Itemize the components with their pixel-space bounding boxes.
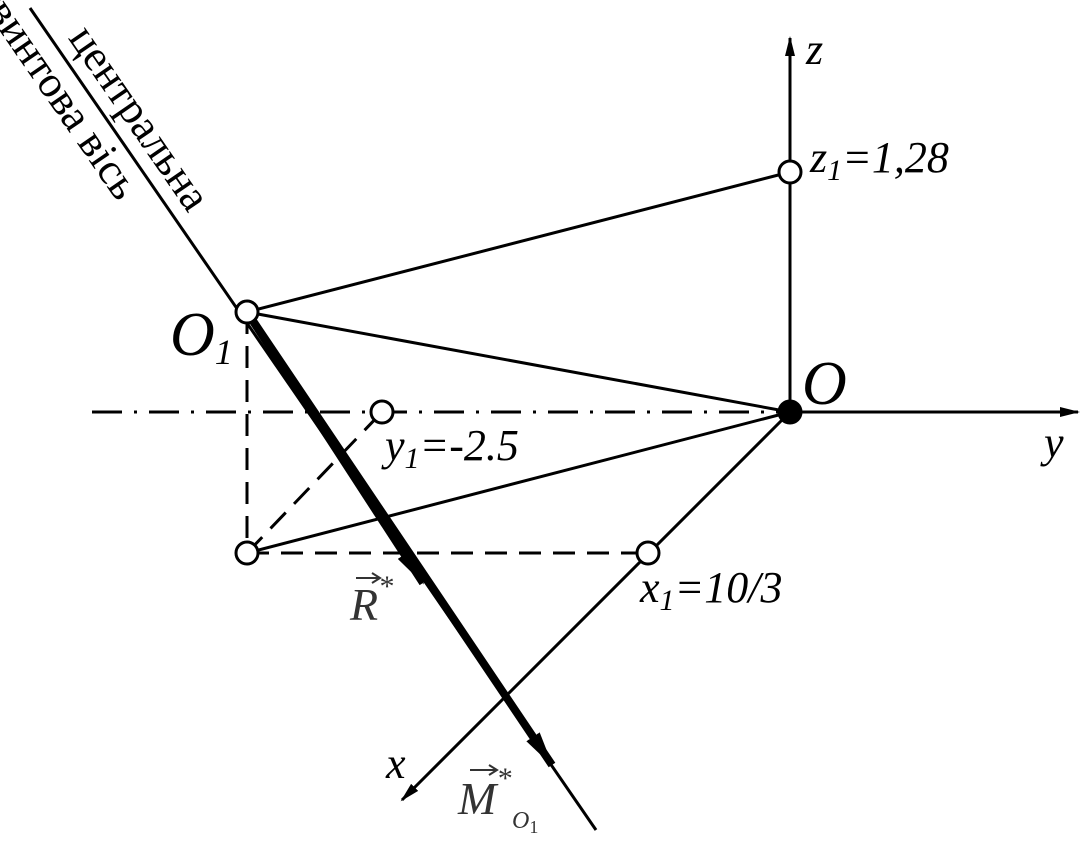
resultant-vector-label: R* (349, 570, 393, 630)
moment-vector-label: M* O1 (457, 762, 538, 837)
base-projection-point (234, 540, 260, 566)
svg-text:R*: R* (349, 570, 393, 630)
x-axis-label: x (385, 739, 406, 788)
z1-point (777, 159, 803, 185)
central-axis-caption: центральна гвинтова вісь (0, 0, 221, 220)
x1-value-label: x1=10/3 (639, 563, 782, 617)
z-axis-label: z (805, 25, 823, 74)
y-axis-label: y (1040, 418, 1064, 467)
point-o1-label: O1 (170, 301, 233, 372)
x1-point (635, 540, 661, 566)
origin-point (777, 399, 803, 425)
svg-text:M*: M* (457, 762, 511, 824)
line-base-to-origin (246, 410, 791, 555)
line-o1-to-z1 (246, 170, 791, 314)
origin-label: O (802, 350, 847, 418)
y1-value-label: y1=-2.5 (381, 421, 519, 475)
x-axis (400, 410, 792, 802)
y1-point (369, 399, 395, 425)
svg-text:O1: O1 (512, 808, 538, 837)
z1-value-label: z1=1,28 (809, 133, 949, 187)
line-o1-to-origin (246, 310, 791, 414)
point-o1 (234, 299, 260, 325)
resultant-vector-arrow (243, 309, 427, 586)
